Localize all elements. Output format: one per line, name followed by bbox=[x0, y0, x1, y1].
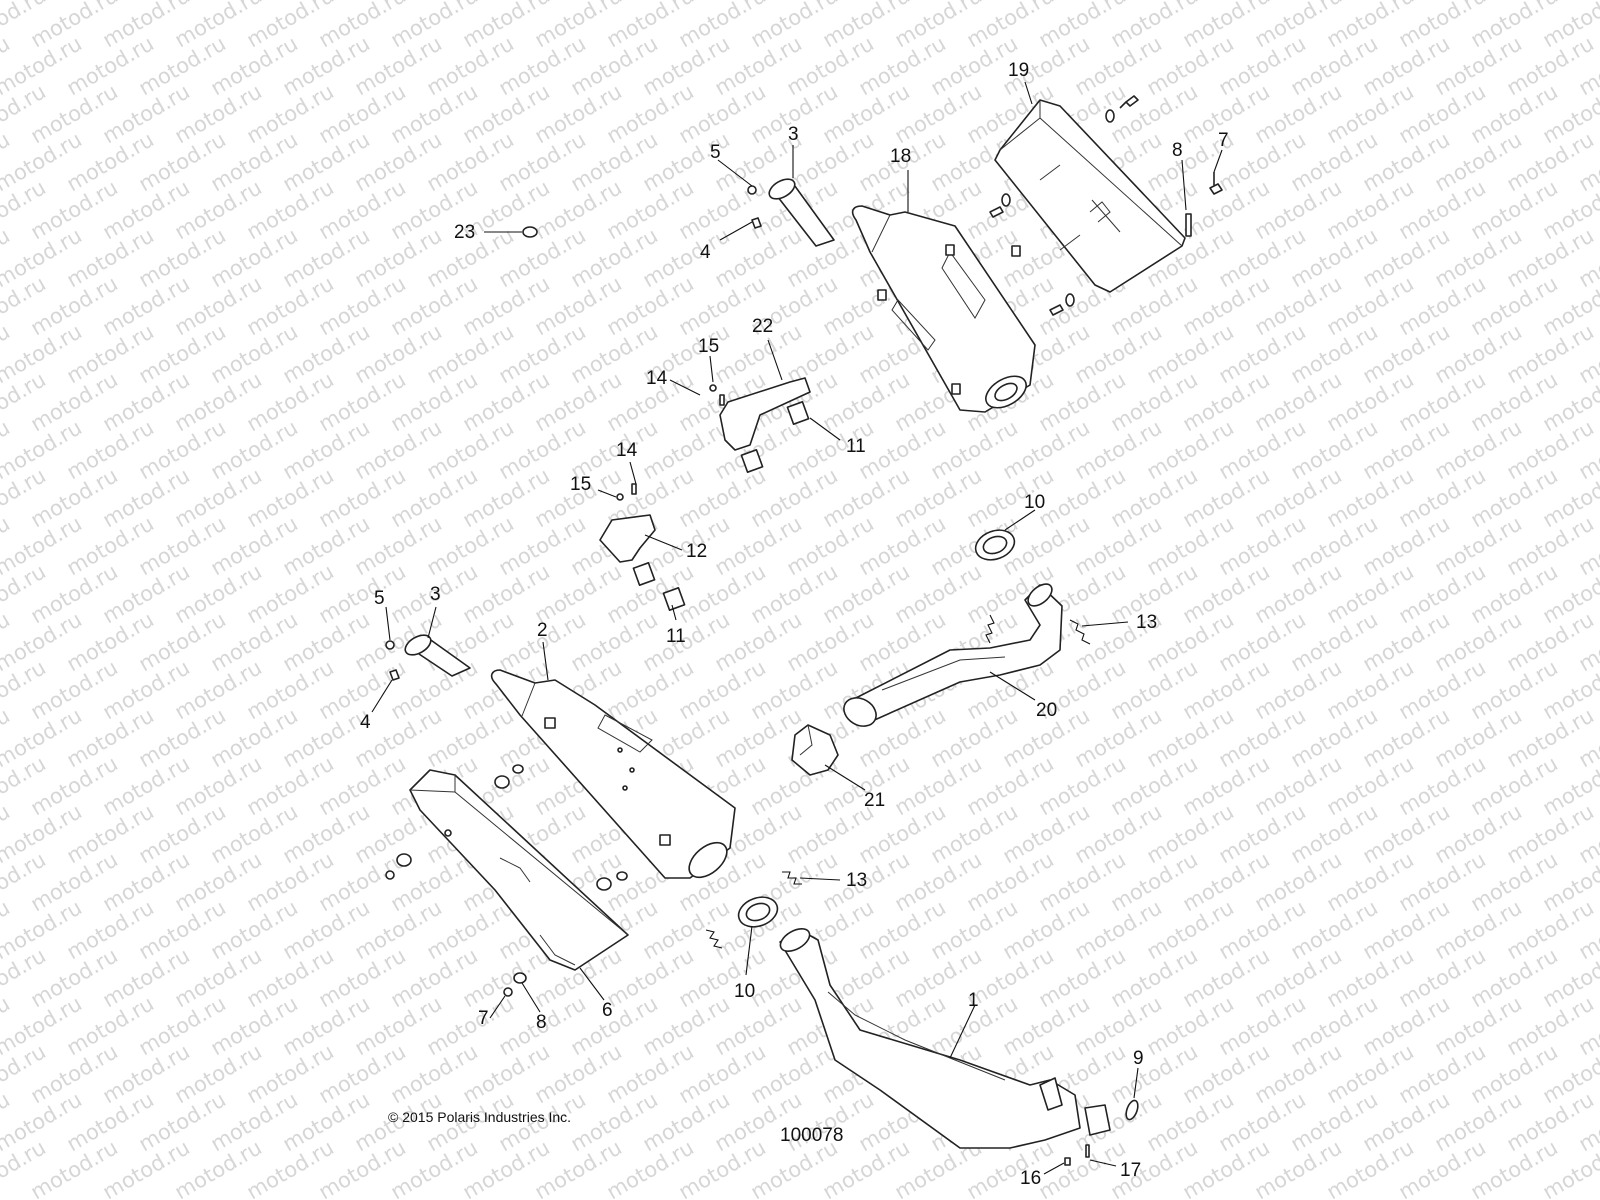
callout-13: 13 bbox=[846, 870, 867, 891]
part-19-heat-shield bbox=[994, 99, 1186, 293]
part-6-heat-shield bbox=[409, 769, 629, 971]
callout-10: 10 bbox=[1024, 492, 1045, 513]
callout-7: 7 bbox=[478, 1008, 489, 1029]
part-18-muffler bbox=[851, 205, 1036, 413]
part-13-springs-bottom bbox=[705, 871, 802, 949]
watermark-text: motod.ru bbox=[1575, 0, 1600, 4]
callout-21: 21 bbox=[864, 790, 885, 811]
callout-14: 14 bbox=[616, 440, 638, 461]
callout-8: 8 bbox=[536, 1012, 547, 1033]
callout-labels: 19 18 3 5 4 23 8 7 22 15 14 11 14 15 12 … bbox=[360, 60, 1229, 1189]
part-10-gasket-top bbox=[974, 529, 1016, 561]
callout-15: 15 bbox=[570, 474, 591, 495]
callout-16: 16 bbox=[1020, 1168, 1041, 1189]
part-20-mid-pipe bbox=[843, 583, 1063, 727]
part-1-head-pipe bbox=[779, 928, 1111, 1149]
callout-9: 9 bbox=[1133, 1048, 1144, 1069]
part-3-tail-tip-left bbox=[385, 634, 471, 681]
part-13-springs-top bbox=[985, 614, 1091, 645]
callout-18: 18 bbox=[890, 146, 911, 167]
callout-5: 5 bbox=[374, 588, 385, 609]
part-12-bracket bbox=[599, 483, 686, 611]
callout-3: 3 bbox=[788, 124, 799, 145]
part-23-washer bbox=[522, 226, 538, 238]
callout-leader-lines bbox=[371, 81, 1223, 1175]
part-19-hardware bbox=[989, 95, 1223, 316]
callout-3: 3 bbox=[430, 584, 441, 605]
callout-1: 1 bbox=[968, 990, 979, 1011]
part-16-17-hardware bbox=[1064, 1144, 1090, 1166]
part-22-bracket bbox=[709, 377, 811, 473]
callout-15: 15 bbox=[698, 336, 719, 357]
callout-10: 10 bbox=[734, 981, 755, 1002]
part-2-muffler bbox=[490, 669, 736, 879]
callout-2: 2 bbox=[537, 620, 548, 641]
part-2-6-hardware bbox=[385, 764, 628, 997]
callout-4: 4 bbox=[700, 242, 711, 263]
callout-11: 11 bbox=[846, 436, 866, 457]
part-3-tail-tip-top bbox=[747, 178, 835, 247]
callout-6: 6 bbox=[602, 1000, 613, 1021]
callout-19: 19 bbox=[1008, 60, 1029, 81]
callout-13: 13 bbox=[1136, 612, 1157, 633]
callout-14: 14 bbox=[646, 368, 668, 389]
diagram-reference-number: 100078 bbox=[780, 1125, 844, 1146]
callout-12: 12 bbox=[686, 541, 707, 562]
callout-7: 7 bbox=[1218, 130, 1229, 151]
callout-22: 22 bbox=[752, 316, 773, 337]
callout-11: 11 bbox=[666, 626, 686, 647]
callout-20: 20 bbox=[1036, 700, 1057, 721]
part-9-gasket bbox=[1125, 1099, 1139, 1121]
part-10-gasket-bottom bbox=[737, 896, 779, 928]
callout-23: 23 bbox=[454, 222, 475, 243]
callout-5: 5 bbox=[710, 142, 721, 163]
callout-8: 8 bbox=[1172, 140, 1183, 161]
part-21-clamp bbox=[791, 724, 839, 776]
callout-4: 4 bbox=[360, 712, 371, 733]
callout-17: 17 bbox=[1120, 1160, 1141, 1181]
copyright-notice: © 2015 Polaris Industries Inc. bbox=[388, 1109, 572, 1125]
